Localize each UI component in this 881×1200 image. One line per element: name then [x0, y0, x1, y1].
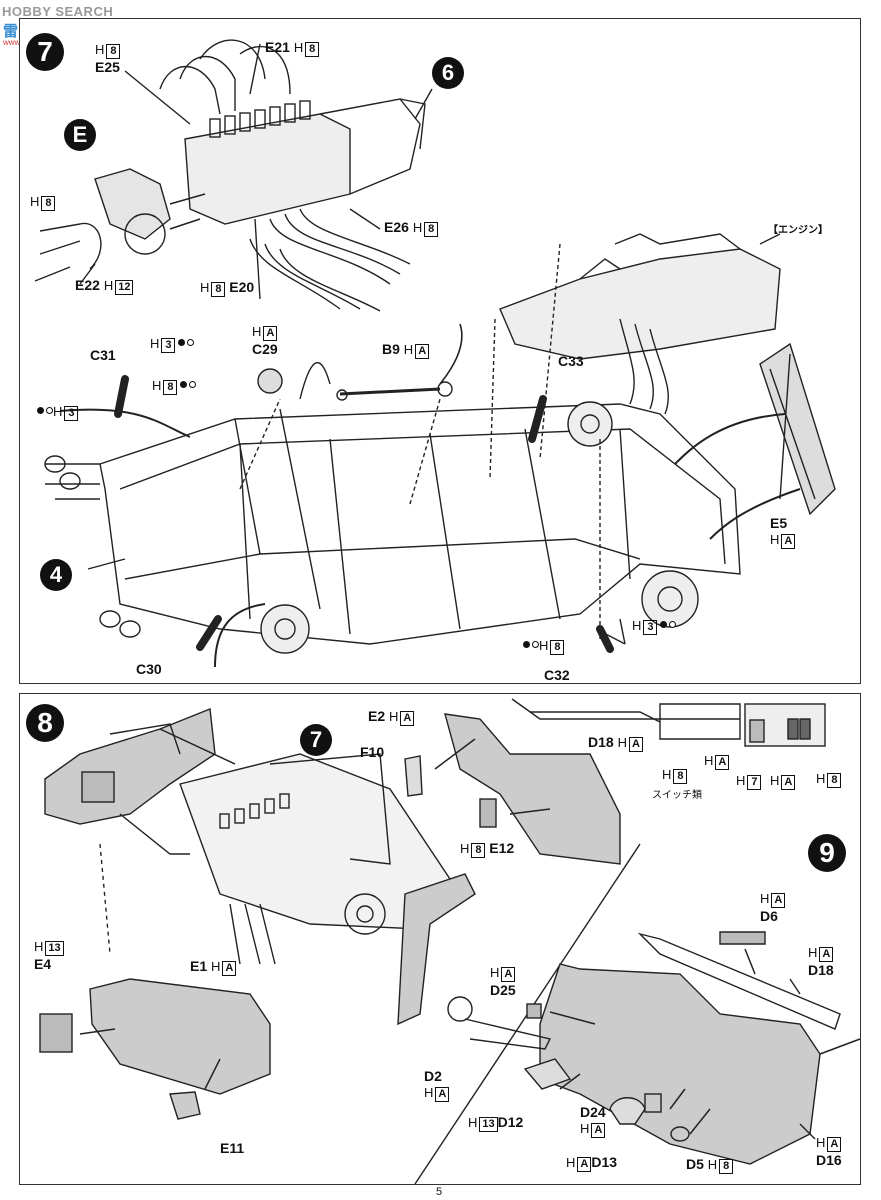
step-7-panel: 7: [19, 18, 861, 684]
watermark-brand-cn: 雷: [3, 23, 19, 40]
step-9-badge: 9: [808, 834, 846, 872]
label-c32: C32: [544, 667, 570, 683]
page-number: 5: [436, 1186, 443, 1198]
body-panels-illustration: [39, 698, 861, 1185]
label-f10: F10: [360, 744, 385, 760]
label-e11: E11: [220, 1140, 245, 1156]
sub-step-e-badge: E: [64, 119, 96, 151]
watermark-brand: HOBBY SEARCH: [2, 4, 114, 19]
label-c31: C31: [90, 347, 116, 363]
step-8-9-panel: 8: [19, 693, 861, 1185]
label-switch-note: スイッチ類: [652, 790, 702, 801]
sub-step-7-badge: 7: [300, 724, 332, 756]
label-c30: C30: [136, 661, 162, 677]
sub-step-4-badge: 4: [40, 559, 72, 591]
chassis-illustration: [44, 233, 836, 668]
label-c33: C33: [558, 353, 584, 369]
label-engine-note: 【エンジン】: [768, 225, 828, 236]
step-7-badge: 7: [26, 33, 64, 71]
step-8-badge: 8: [26, 704, 64, 742]
sub-step-6-badge: 6: [432, 57, 464, 89]
engine-illustration: [34, 39, 433, 312]
